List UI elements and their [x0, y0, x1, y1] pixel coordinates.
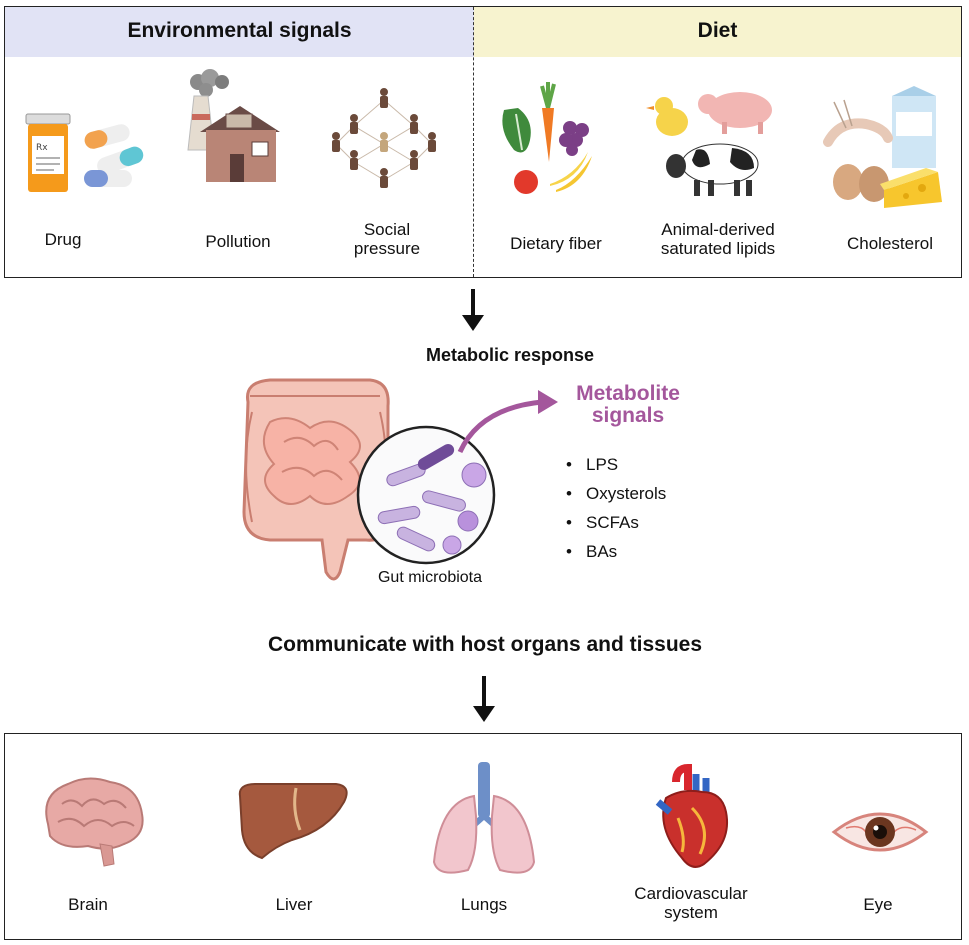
liver-icon: [238, 783, 348, 860]
social-pressure-icon: [332, 88, 436, 188]
heart-icon: [655, 763, 728, 868]
pollution-label: Pollution: [205, 232, 271, 251]
eye-label: Eye: [863, 895, 893, 914]
host-organs-panel: [4, 733, 962, 940]
communicate-title: Communicate with host organs and tissues: [267, 633, 703, 656]
drug-icon: Rx: [25, 113, 144, 192]
gut-microbiota-label: Gut microbiota: [377, 569, 483, 586]
pollution-icon: [187, 69, 280, 182]
brain-icon: [45, 777, 144, 867]
metabolite-arrow: [457, 390, 558, 454]
lungs-label: Lungs: [460, 895, 508, 914]
eye-icon: [831, 812, 929, 852]
liver-label: Liver: [275, 895, 313, 914]
metabolite-signals-title: Metabolite signals: [576, 382, 680, 427]
dietary-fiber-label: Dietary fiber: [510, 234, 602, 253]
microbiota-circle-icon: [356, 425, 496, 565]
down-arrow-top: [462, 289, 484, 331]
input-signals-panel: Environmental signals Diet: [4, 6, 962, 278]
svg-text:Rx: Rx: [36, 143, 48, 153]
cholesterol-label: Cholesterol: [847, 234, 933, 253]
animal-lipids-label: Animal-derived saturated lipids: [660, 220, 776, 258]
environmental-signals-title: Environmental signals: [127, 19, 352, 42]
down-arrow-bottom: [473, 676, 495, 722]
metabolite-item: Oxysterols: [566, 479, 666, 508]
metabolite-item: LPS: [566, 450, 666, 479]
lungs-icon: [432, 762, 536, 874]
metabolite-item: SCFAs: [566, 508, 666, 537]
metabolite-list: LPS Oxysterols SCFAs BAs: [566, 450, 666, 566]
diet-title: Diet: [697, 19, 738, 42]
environmental-signals-header: Environmental signals: [5, 7, 474, 57]
metabolite-item: BAs: [566, 537, 666, 566]
dietary-fiber-icon: [502, 82, 592, 194]
animals-icon: [646, 92, 772, 196]
cardiovascular-label: Cardiovascular system: [634, 884, 748, 922]
dashed-divider: [473, 7, 474, 277]
brain-label: Brain: [68, 895, 108, 914]
social-pressure-label: Social pressure: [353, 220, 421, 258]
drug-label: Drug: [44, 230, 82, 249]
diet-header: Diet: [474, 7, 961, 57]
metabolic-response-title: Metabolic response: [425, 345, 595, 365]
cholesterol-icon: [823, 86, 942, 208]
